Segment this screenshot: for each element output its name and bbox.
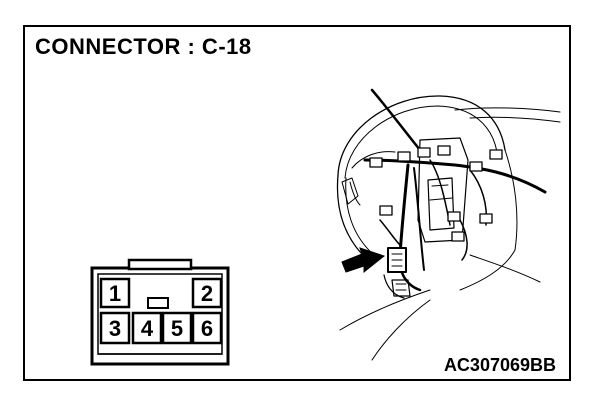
pin-label: 1 xyxy=(109,281,121,306)
dashboard-illustration xyxy=(336,88,561,361)
arrow-icon xyxy=(341,247,386,274)
pin-cells-bottom xyxy=(99,311,223,345)
pin-cells-top xyxy=(99,277,223,309)
pin-label: 4 xyxy=(141,316,154,341)
pin-label: 5 xyxy=(171,316,183,341)
pin-label: 2 xyxy=(201,281,213,306)
connector-face xyxy=(90,258,230,366)
pin-label: 6 xyxy=(201,316,213,341)
diagram-frame xyxy=(23,25,571,381)
connector-title: CONNECTOR : C-18 xyxy=(35,34,252,59)
connector-key xyxy=(147,297,169,309)
pin-label: 3 xyxy=(109,316,121,341)
figure-code: AC307069BB xyxy=(443,355,556,375)
